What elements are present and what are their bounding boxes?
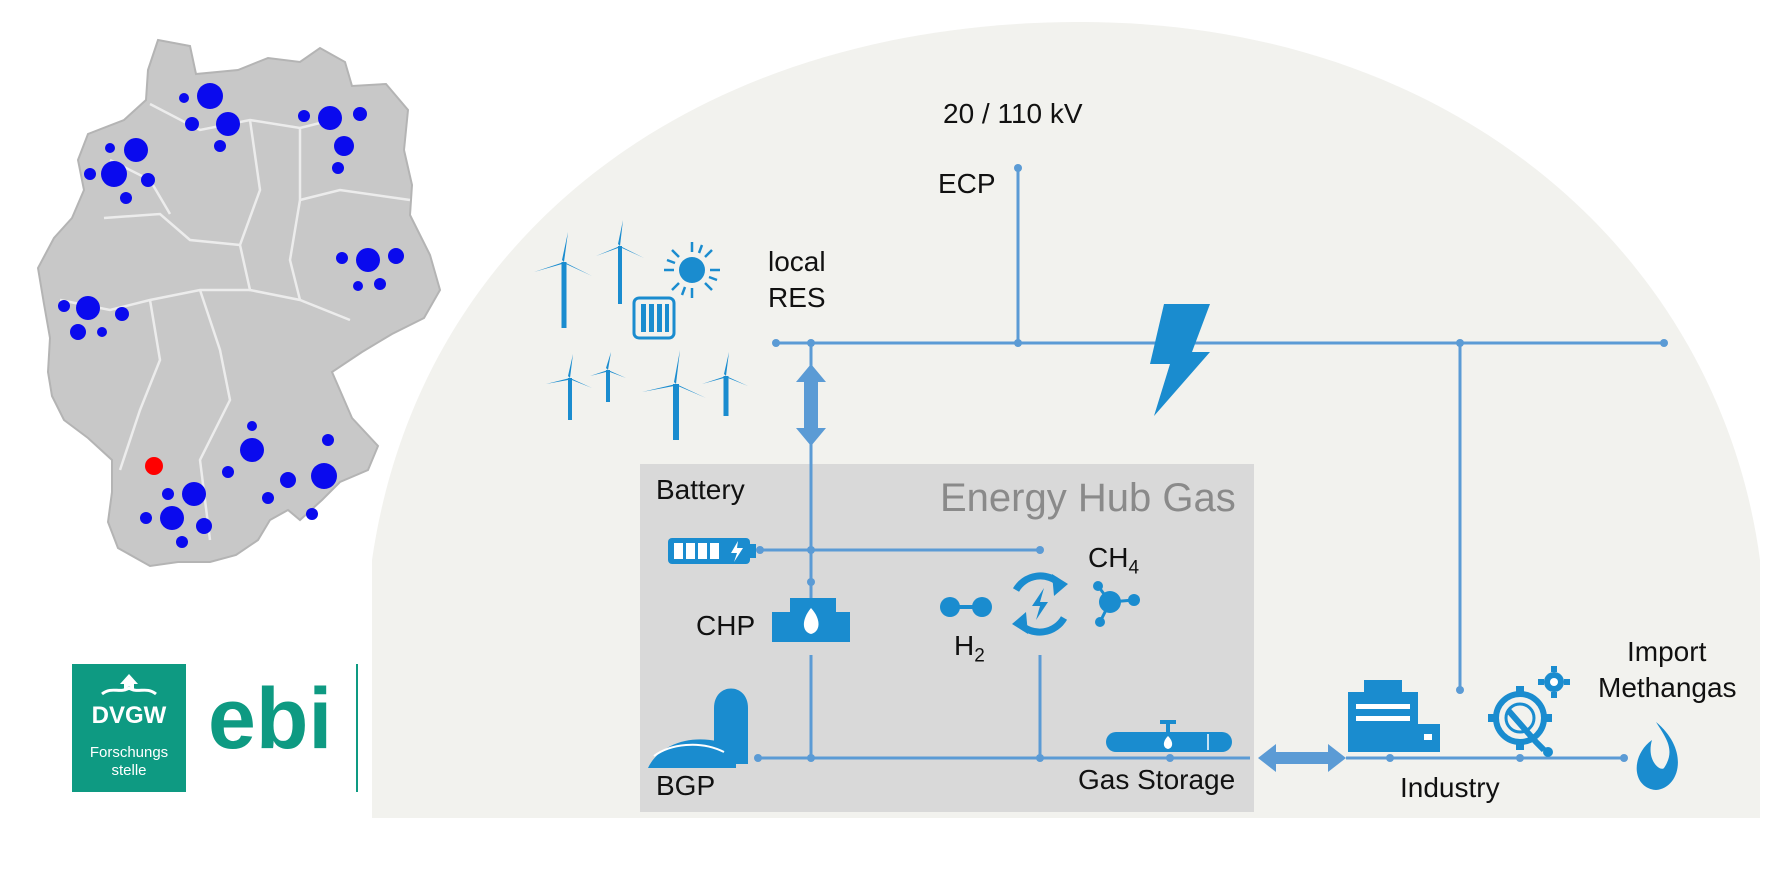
wind-turbine-icons — [534, 220, 748, 440]
ecp-label: ECP — [938, 168, 996, 199]
methanation-cycle-icon — [1012, 572, 1068, 636]
gears-icon — [1488, 666, 1570, 757]
dvgw-sub1: Forschungs — [89, 744, 169, 761]
h2-label: H2 — [954, 630, 985, 667]
germany-map — [36, 38, 442, 568]
gas-storage-label: Gas Storage — [1078, 764, 1236, 795]
dvgw-text: DVGW — [91, 702, 167, 729]
h2-molecule-icon — [940, 597, 992, 617]
import-gas-flame-icon — [1636, 722, 1678, 790]
voltage-label: 20 / 110 kV — [943, 98, 1083, 129]
import-label-line1: Import — [1627, 636, 1707, 667]
local-res-label-line1: local — [768, 246, 826, 277]
industry-building-icon — [1348, 680, 1440, 752]
bgp-label: BGP — [656, 770, 716, 801]
gas-storage-icon — [1106, 720, 1232, 752]
dvgw-sub2: stelle — [111, 762, 147, 779]
bidirectional-arrow-horizontal — [1258, 744, 1346, 772]
h2-label-subscript: 2 — [974, 645, 985, 667]
h2-label-text: H — [954, 630, 975, 661]
solar-panel-icon — [632, 296, 676, 340]
local-res-label-line2: RES — [768, 282, 826, 313]
ch4-label-subscript: 4 — [1128, 557, 1140, 579]
import-label-line2: Methangas — [1598, 672, 1737, 703]
industry-label: Industry — [1400, 772, 1500, 803]
chp-label: CHP — [696, 610, 756, 641]
ch4-label: CH4 — [1088, 542, 1139, 579]
bidirectional-arrow-vertical — [796, 364, 826, 446]
site-markers — [58, 83, 404, 548]
ch4-label-text: CH — [1088, 542, 1129, 573]
project-site-marker — [145, 457, 163, 475]
lightning-icon — [1150, 304, 1210, 416]
dvgw-logo: DVGW Forschungs stelle — [72, 664, 186, 792]
chp-icon — [772, 598, 850, 642]
battery-label: Battery — [656, 474, 745, 505]
ebi-logo-text: ebi — [208, 671, 333, 767]
biogas-plant-icon — [648, 688, 748, 768]
logo-divider — [356, 664, 358, 792]
ch4-molecule-icon — [1093, 581, 1140, 627]
battery-icon — [668, 538, 756, 564]
sun-icon — [664, 242, 720, 298]
hub-title: Energy Hub Gas — [940, 476, 1236, 520]
